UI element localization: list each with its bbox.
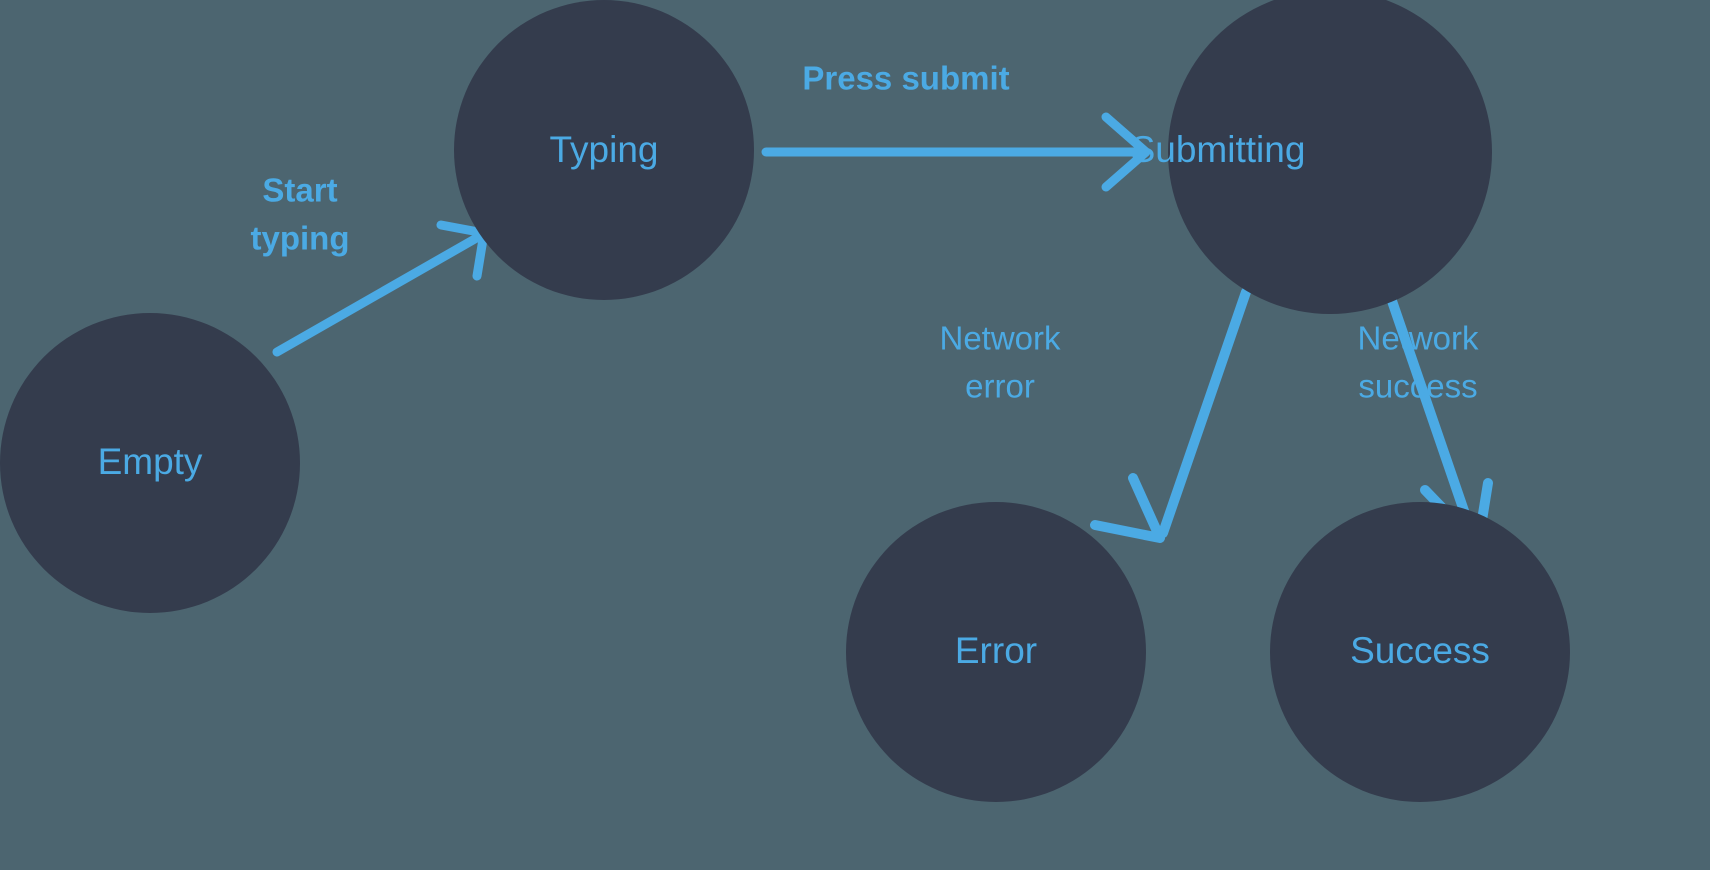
state-node-empty-label: Empty xyxy=(98,441,203,482)
edge-typing-to-submitting xyxy=(761,112,1151,192)
edge-submitting-to-success-line xyxy=(1386,293,1479,545)
state-node-empty-circle[interactable] xyxy=(0,313,300,613)
state-node-success[interactable]: Success xyxy=(1270,502,1570,802)
edge-label-start-typing: Start typing xyxy=(251,172,350,257)
state-node-success-label: Success xyxy=(1350,630,1490,671)
edge-submitting-to-error-arrowhead xyxy=(1090,473,1165,543)
state-node-submitting-label: Submitting xyxy=(1131,129,1306,170)
state-node-error[interactable]: Error xyxy=(846,502,1146,802)
edge-submitting-to-error xyxy=(1090,287,1251,543)
state-node-error-circle[interactable] xyxy=(846,502,1146,802)
state-node-typing-circle[interactable] xyxy=(454,0,754,300)
edge-label-start-typing-line-2: typing xyxy=(251,220,350,257)
edge-typing-to-submitting-arrowhead xyxy=(1101,112,1151,192)
edge-label-network-success: Network success xyxy=(1357,320,1479,405)
state-node-empty[interactable]: Empty xyxy=(0,313,300,613)
edge-label-network-error: Network error xyxy=(939,320,1061,405)
state-node-submitting-circle[interactable] xyxy=(1168,0,1492,314)
edge-label-press-submit: Press submit xyxy=(802,60,1009,97)
state-node-error-label: Error xyxy=(955,630,1037,671)
state-node-typing[interactable]: Typing xyxy=(454,0,754,300)
state-node-success-circle[interactable] xyxy=(1270,502,1570,802)
edge-label-network-success-line-1: Network xyxy=(1357,320,1479,357)
edge-label-network-success-line-2: success xyxy=(1358,368,1477,405)
state-node-typing-label: Typing xyxy=(549,129,658,170)
edge-label-network-error-line-2: error xyxy=(965,368,1035,405)
edge-label-start-typing-line-1: Start xyxy=(262,172,337,209)
edge-submitting-to-error-line xyxy=(1158,287,1251,538)
edge-label-network-error-line-1: Network xyxy=(939,320,1061,357)
state-node-submitting[interactable]: Submitting xyxy=(1131,0,1492,314)
edge-label-press-submit-line-1: Press submit xyxy=(802,60,1009,97)
edge-empty-to-typing-line xyxy=(272,231,485,357)
